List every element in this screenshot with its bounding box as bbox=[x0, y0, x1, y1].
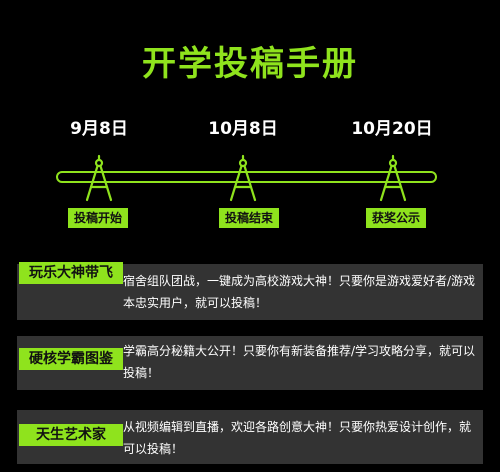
category-description: 学霸高分秘籍大公开！只要你有新装备推荐/学习攻略分享，就可以投稿！ bbox=[123, 344, 476, 380]
milestone-label-announce: 获奖公示 bbox=[366, 208, 427, 228]
milestone-date-end: 10月8日 bbox=[208, 119, 278, 139]
milestone-label-start: 投稿开始 bbox=[68, 208, 129, 228]
milestone-date-start: 9月8日 bbox=[70, 119, 128, 139]
category-description: 从视频编辑到直播，欢迎各路创意大神！只要你热爱设计创作，就可以投稿！ bbox=[123, 420, 472, 456]
category-card-art: 天生艺术家 从视频编辑到直播，欢迎各路创意大神！只要你热爱设计创作，就可以投稿！ bbox=[17, 410, 483, 464]
category-description: 宿舍组队团战，一键成为高校游戏大神！只要你是游戏爱好者/游戏本忠实用户，就可以投… bbox=[123, 274, 476, 310]
category-card-study: 硬核学霸图鉴 学霸高分秘籍大公开！只要你有新装备推荐/学习攻略分享，就可以投稿！ bbox=[17, 336, 483, 390]
category-label: 硬核学霸图鉴 bbox=[19, 348, 123, 370]
category-label: 天生艺术家 bbox=[19, 424, 123, 446]
category-label: 玩乐大神带飞 bbox=[19, 262, 123, 284]
milestone-label-end: 投稿结束 bbox=[219, 208, 280, 228]
page-title: 开学投稿手册 bbox=[142, 44, 358, 84]
compass-icon bbox=[379, 154, 407, 202]
compass-icon bbox=[85, 154, 113, 202]
compass-icon bbox=[229, 154, 257, 202]
category-card-gaming: 玩乐大神带飞 宿舍组队团战，一键成为高校游戏大神！只要你是游戏爱好者/游戏本忠实… bbox=[17, 262, 483, 320]
milestone-date-announce: 10月20日 bbox=[351, 119, 433, 139]
